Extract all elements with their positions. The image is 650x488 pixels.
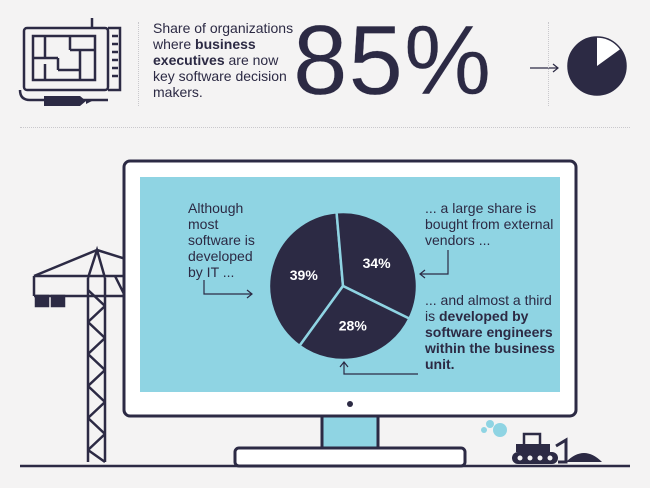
pie-label-2: 34% (363, 255, 392, 271)
mini-pie-icon (567, 36, 627, 96)
pie-label-1: 39% (290, 267, 319, 283)
pie-chart: 39% 34% 28% (267, 210, 419, 362)
monitor-base (233, 446, 467, 468)
annotation-arrows (203, 250, 449, 375)
monitor-power-dot (347, 401, 353, 407)
monitor-neck (320, 414, 380, 450)
column-divider-right (548, 22, 549, 106)
blueprint-icon (18, 18, 122, 102)
column-divider (138, 22, 139, 106)
mini-pie-slice (568, 37, 626, 95)
arrow-icon (530, 63, 559, 73)
header-description: Share of organizations where business ex… (153, 20, 294, 100)
section-divider (20, 127, 630, 128)
headline-percentage: 85% (293, 5, 493, 115)
pie-slice-3 (297, 284, 412, 362)
pie-label-3: 28% (339, 318, 368, 334)
annotation-business-unit: ... and almost a third is developed by s… (425, 292, 555, 372)
bulldozer-icon (481, 420, 602, 464)
pencil-icon (44, 96, 92, 106)
annotation-it: Although most software is developed by I… (188, 200, 255, 280)
annotation-vendors: ... a large share is bought from externa… (425, 200, 554, 248)
pie-slice-1 (267, 210, 345, 348)
